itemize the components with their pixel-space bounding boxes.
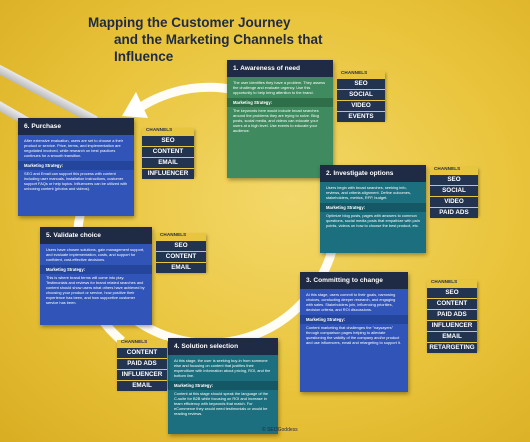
channels-label: CHANNELS xyxy=(160,232,187,237)
channel-tag: SEO xyxy=(430,175,478,185)
stage-card-solution: 4. Solution selection At this stage, the… xyxy=(168,338,278,434)
stage-description: At this stage, users commit to their goa… xyxy=(306,292,396,312)
channel-tag: EMAIL xyxy=(117,381,167,391)
stage-card-investigate: 2. Investigate options Users begin with … xyxy=(320,165,426,253)
strategy-text: SEO and Email can support this process w… xyxy=(24,171,128,191)
channel-tag: RETARGETING xyxy=(427,343,477,353)
channel-tag: INFLUENCER xyxy=(427,321,477,331)
stage-title: 6. Purchase xyxy=(18,118,134,135)
stage-title: 5. Validate choice xyxy=(40,227,152,244)
title-line-2: and the Marketing Channels that Influenc… xyxy=(114,32,323,64)
channel-tag: PAID ADS xyxy=(430,208,478,218)
stage-description: Users begin with broad searches, seeking… xyxy=(326,185,411,200)
diagram-title: Mapping the Customer Journey and the Mar… xyxy=(88,14,378,65)
strategy-label: Marketing Strategy: xyxy=(18,161,134,170)
channels-box-investigate: CHANNELS SEO SOCIAL VIDEO PAID ADS xyxy=(430,166,478,218)
stage-title: 1. Awareness of need xyxy=(227,60,333,77)
copyright-footer: © SEOGoddess xyxy=(262,427,298,433)
strategy-label: Marketing Strategy: xyxy=(300,315,408,324)
channel-tag: SEO xyxy=(142,136,194,146)
channel-tag: INFLUENCER xyxy=(142,169,194,179)
stage-description: After extensive evaluation, users are se… xyxy=(24,138,124,158)
channel-tag: CONTENT xyxy=(427,299,477,309)
strategy-label: Marketing Strategy: xyxy=(227,98,333,107)
channel-tag: SEO xyxy=(156,241,206,251)
strategy-label: Marketing Strategy: xyxy=(320,203,426,212)
stage-title: 4. Solution selection xyxy=(168,338,278,355)
channels-box-awareness: CHANNELS SEO SOCIAL VIDEO EVENTS xyxy=(337,70,385,122)
strategy-text: This is where brand terms will come into… xyxy=(46,275,145,305)
channel-tag: PAID ADS xyxy=(427,310,477,320)
channel-tag: SEO xyxy=(427,288,477,298)
stage-card-awareness: 1. Awareness of need The user identifies… xyxy=(227,60,333,178)
channel-tag: PAID ADS xyxy=(117,359,167,369)
channels-box-committing: CHANNELS SEO CONTENT PAID ADS INFLUENCER… xyxy=(427,279,477,353)
channel-tag: EMAIL xyxy=(142,158,194,168)
channels-label: CHANNELS xyxy=(146,127,173,132)
stage-card-purchase: 6. Purchase After extensive evaluation, … xyxy=(18,118,134,216)
strategy-text: Optimize blog posts, pages with answers … xyxy=(326,213,420,228)
channels-box-solution: CHANNELS CONTENT PAID ADS INFLUENCER EMA… xyxy=(117,339,167,391)
channels-label: CHANNELS xyxy=(434,166,461,171)
title-line-1: Mapping the Customer Journey xyxy=(88,15,291,30)
channel-tag: SOCIAL xyxy=(337,90,385,100)
channel-tag: CONTENT xyxy=(142,147,194,157)
strategy-text: Content at this stage should speak the l… xyxy=(174,391,269,416)
stage-card-committing: 3. Committing to change At this stage, u… xyxy=(300,272,408,392)
channels-label: CHANNELS xyxy=(121,339,148,344)
channel-tag: CONTENT xyxy=(117,348,167,358)
channel-tag: EMAIL xyxy=(427,332,477,342)
channel-tag: INFLUENCER xyxy=(117,370,167,380)
channels-box-validate: CHANNELS SEO CONTENT EMAIL xyxy=(156,232,206,273)
channels-label: CHANNELS xyxy=(341,70,368,75)
stage-description: Users have chosen solutions, gain manage… xyxy=(46,247,145,262)
stage-description: The user identifies they have a problem.… xyxy=(233,80,326,95)
strategy-text: The keywords here would include broad se… xyxy=(233,108,319,133)
channels-label: CHANNELS xyxy=(431,279,458,284)
stage-card-validate: 5. Validate choice Users have chosen sol… xyxy=(40,227,152,325)
channel-tag: VIDEO xyxy=(337,101,385,111)
channel-tag: VIDEO xyxy=(430,197,478,207)
channel-tag: EVENTS xyxy=(337,112,385,122)
stage-title: 3. Committing to change xyxy=(300,272,408,289)
strategy-label: Marketing Strategy: xyxy=(40,265,152,274)
channel-tag: SEO xyxy=(337,79,385,89)
strategy-text: Content marketing that challenges the "n… xyxy=(306,325,401,345)
channel-tag: CONTENT xyxy=(156,252,206,262)
channel-tag: SOCIAL xyxy=(430,186,478,196)
channel-tag: EMAIL xyxy=(156,263,206,273)
stage-description: At this stage, the user is seeking buy-i… xyxy=(174,358,271,378)
stage-title: 2. Investigate options xyxy=(320,165,426,182)
strategy-label: Marketing Strategy: xyxy=(168,381,278,390)
channels-box-purchase: CHANNELS SEO CONTENT EMAIL INFLUENCER xyxy=(142,127,194,179)
